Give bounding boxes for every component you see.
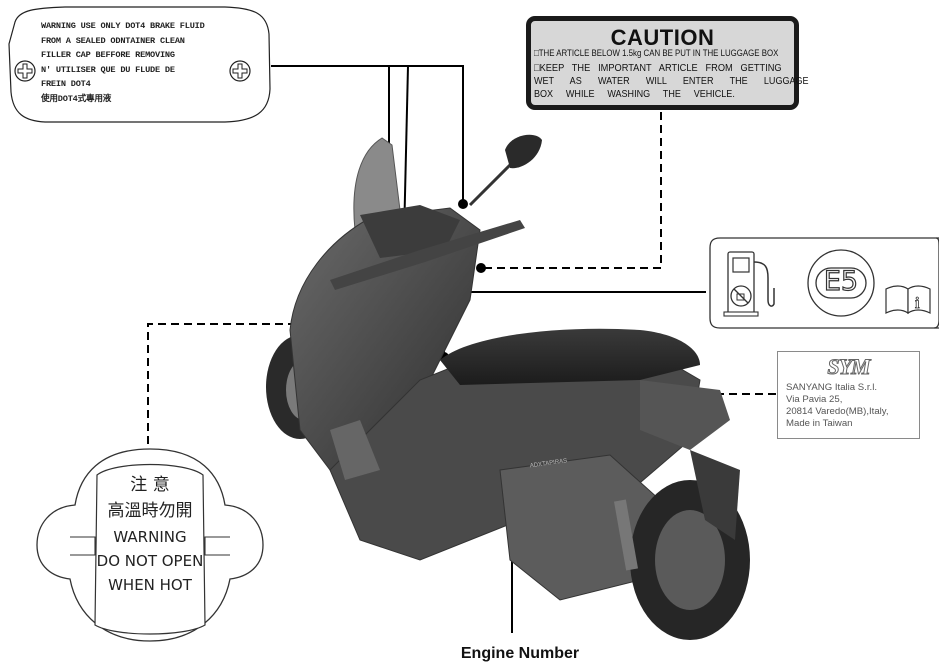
brake-label-text: WARNING USE ONLY DOT4 BRAKE FLUID FROM A… xyxy=(41,19,251,107)
sym-line: 20814 Varedo(MB),Italy, xyxy=(786,406,889,417)
radiator-cap-label: 注 意 高溫時勿開 WARNING DO NOT OPEN WHEN HOT xyxy=(35,445,265,645)
caution-line: □KEEP THE IMPORTANT ARTICLE FROM GETTING xyxy=(534,62,782,74)
sym-line: Made in Taiwan xyxy=(786,418,853,429)
caution-line: BOX WHILE WASHING THE VEHICLE. xyxy=(534,88,735,100)
brake-line: FREIN DOT4 xyxy=(41,79,91,90)
e5-badge: E5 xyxy=(806,248,876,323)
tail xyxy=(640,380,730,450)
cap-warning-line: DO NOT OPEN xyxy=(96,552,204,570)
svg-text:i: i xyxy=(915,295,920,312)
caution-line: □THE ARTICLE BELOW 1.5kg CAN BE PUT IN T… xyxy=(534,48,779,59)
cap-warning-zh: 高溫時勿開 xyxy=(107,501,193,521)
brake-line: FROM A SEALED ODNTAINER CLEAN xyxy=(41,35,185,46)
fuel-label-outline xyxy=(709,237,939,329)
handlebar xyxy=(330,220,525,290)
caution-label-frame: CAUTION xyxy=(526,16,799,110)
dashboard xyxy=(360,205,460,258)
manufacturer-label: SYM SANYANG Italia S.r.l. Via Pavia 25, … xyxy=(777,351,920,439)
leader-brake-right xyxy=(271,65,464,203)
brake-line: WARNING USE ONLY DOT4 BRAKE FLUID xyxy=(41,21,205,31)
caution-title: CAUTION xyxy=(610,25,715,50)
brake-fluid-label: WARNING USE ONLY DOT4 BRAKE FLUID FROM A… xyxy=(5,4,271,124)
engine-number-label: Engine Number xyxy=(460,645,580,662)
fuel-pump-icon xyxy=(722,248,778,323)
screw-icon-left xyxy=(14,60,36,87)
caution-line: WET AS WATER WILL ENTER THE LUGGAGE xyxy=(534,75,809,87)
mirror xyxy=(505,134,542,169)
seat xyxy=(440,328,700,385)
fuel-grade: E5 xyxy=(823,265,859,297)
cap-outline xyxy=(36,448,264,642)
brake-label-outline xyxy=(8,6,271,123)
fuel-label: E5 i xyxy=(708,236,939,330)
sym-line: SANYANG Italia S.r.l. xyxy=(786,382,877,393)
cap-caution-zh: 注 意 xyxy=(130,475,170,495)
brake-line: N' UTILISER QUE DU FLUDE DE xyxy=(41,64,175,75)
manual-info-icon: i xyxy=(884,283,934,320)
cap-warning-line: WARNING xyxy=(113,528,187,546)
brake-line: FILLER CAP BEFFORE REMOVING xyxy=(41,50,175,61)
leader-caution xyxy=(481,112,662,269)
sym-logo: SYM xyxy=(827,354,871,380)
screw-icon-right xyxy=(229,60,251,87)
brake-line: 使用DOT4式專用液 xyxy=(41,93,112,104)
model-badge: ADXTAPIRAS xyxy=(530,458,568,469)
cap-warning-line: WHEN HOT xyxy=(108,576,192,594)
caution-label: CAUTION □THE ARTICLE BELOW 1.5kg CAN BE … xyxy=(526,16,809,110)
sym-line: Via Pavia 25, xyxy=(786,394,843,405)
